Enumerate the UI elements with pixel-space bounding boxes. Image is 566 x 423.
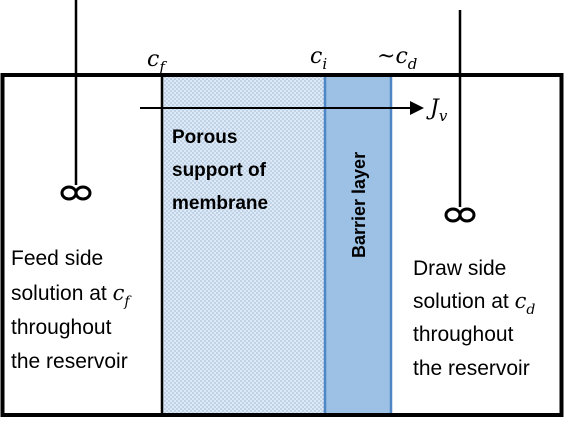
feed-side-label: Feed side solution at cf throughout the … — [11, 247, 135, 373]
right-stirrer — [444, 10, 476, 223]
flux-arrow — [140, 101, 424, 115]
left-stirrer — [60, 0, 92, 201]
reservoir-frame — [0, 73, 564, 417]
label-j-v: Jv — [426, 96, 448, 125]
infinity-stirrer-icon — [444, 207, 476, 223]
barrier-layer-region — [325, 75, 391, 415]
label-c-d: ~cd — [377, 44, 417, 73]
barrier-layer-label: Barrier layer — [349, 152, 369, 258]
infinity-stirrer-icon — [60, 185, 92, 201]
label-c-f: cf — [147, 47, 167, 76]
label-c-i: ci — [310, 44, 327, 73]
draw-side-label: Draw side solution at cd throughout the … — [413, 257, 541, 380]
arrow-right-icon — [410, 101, 424, 115]
porous-support-region — [162, 75, 325, 415]
porous-support-label: Porous support of membrane — [172, 127, 271, 214]
